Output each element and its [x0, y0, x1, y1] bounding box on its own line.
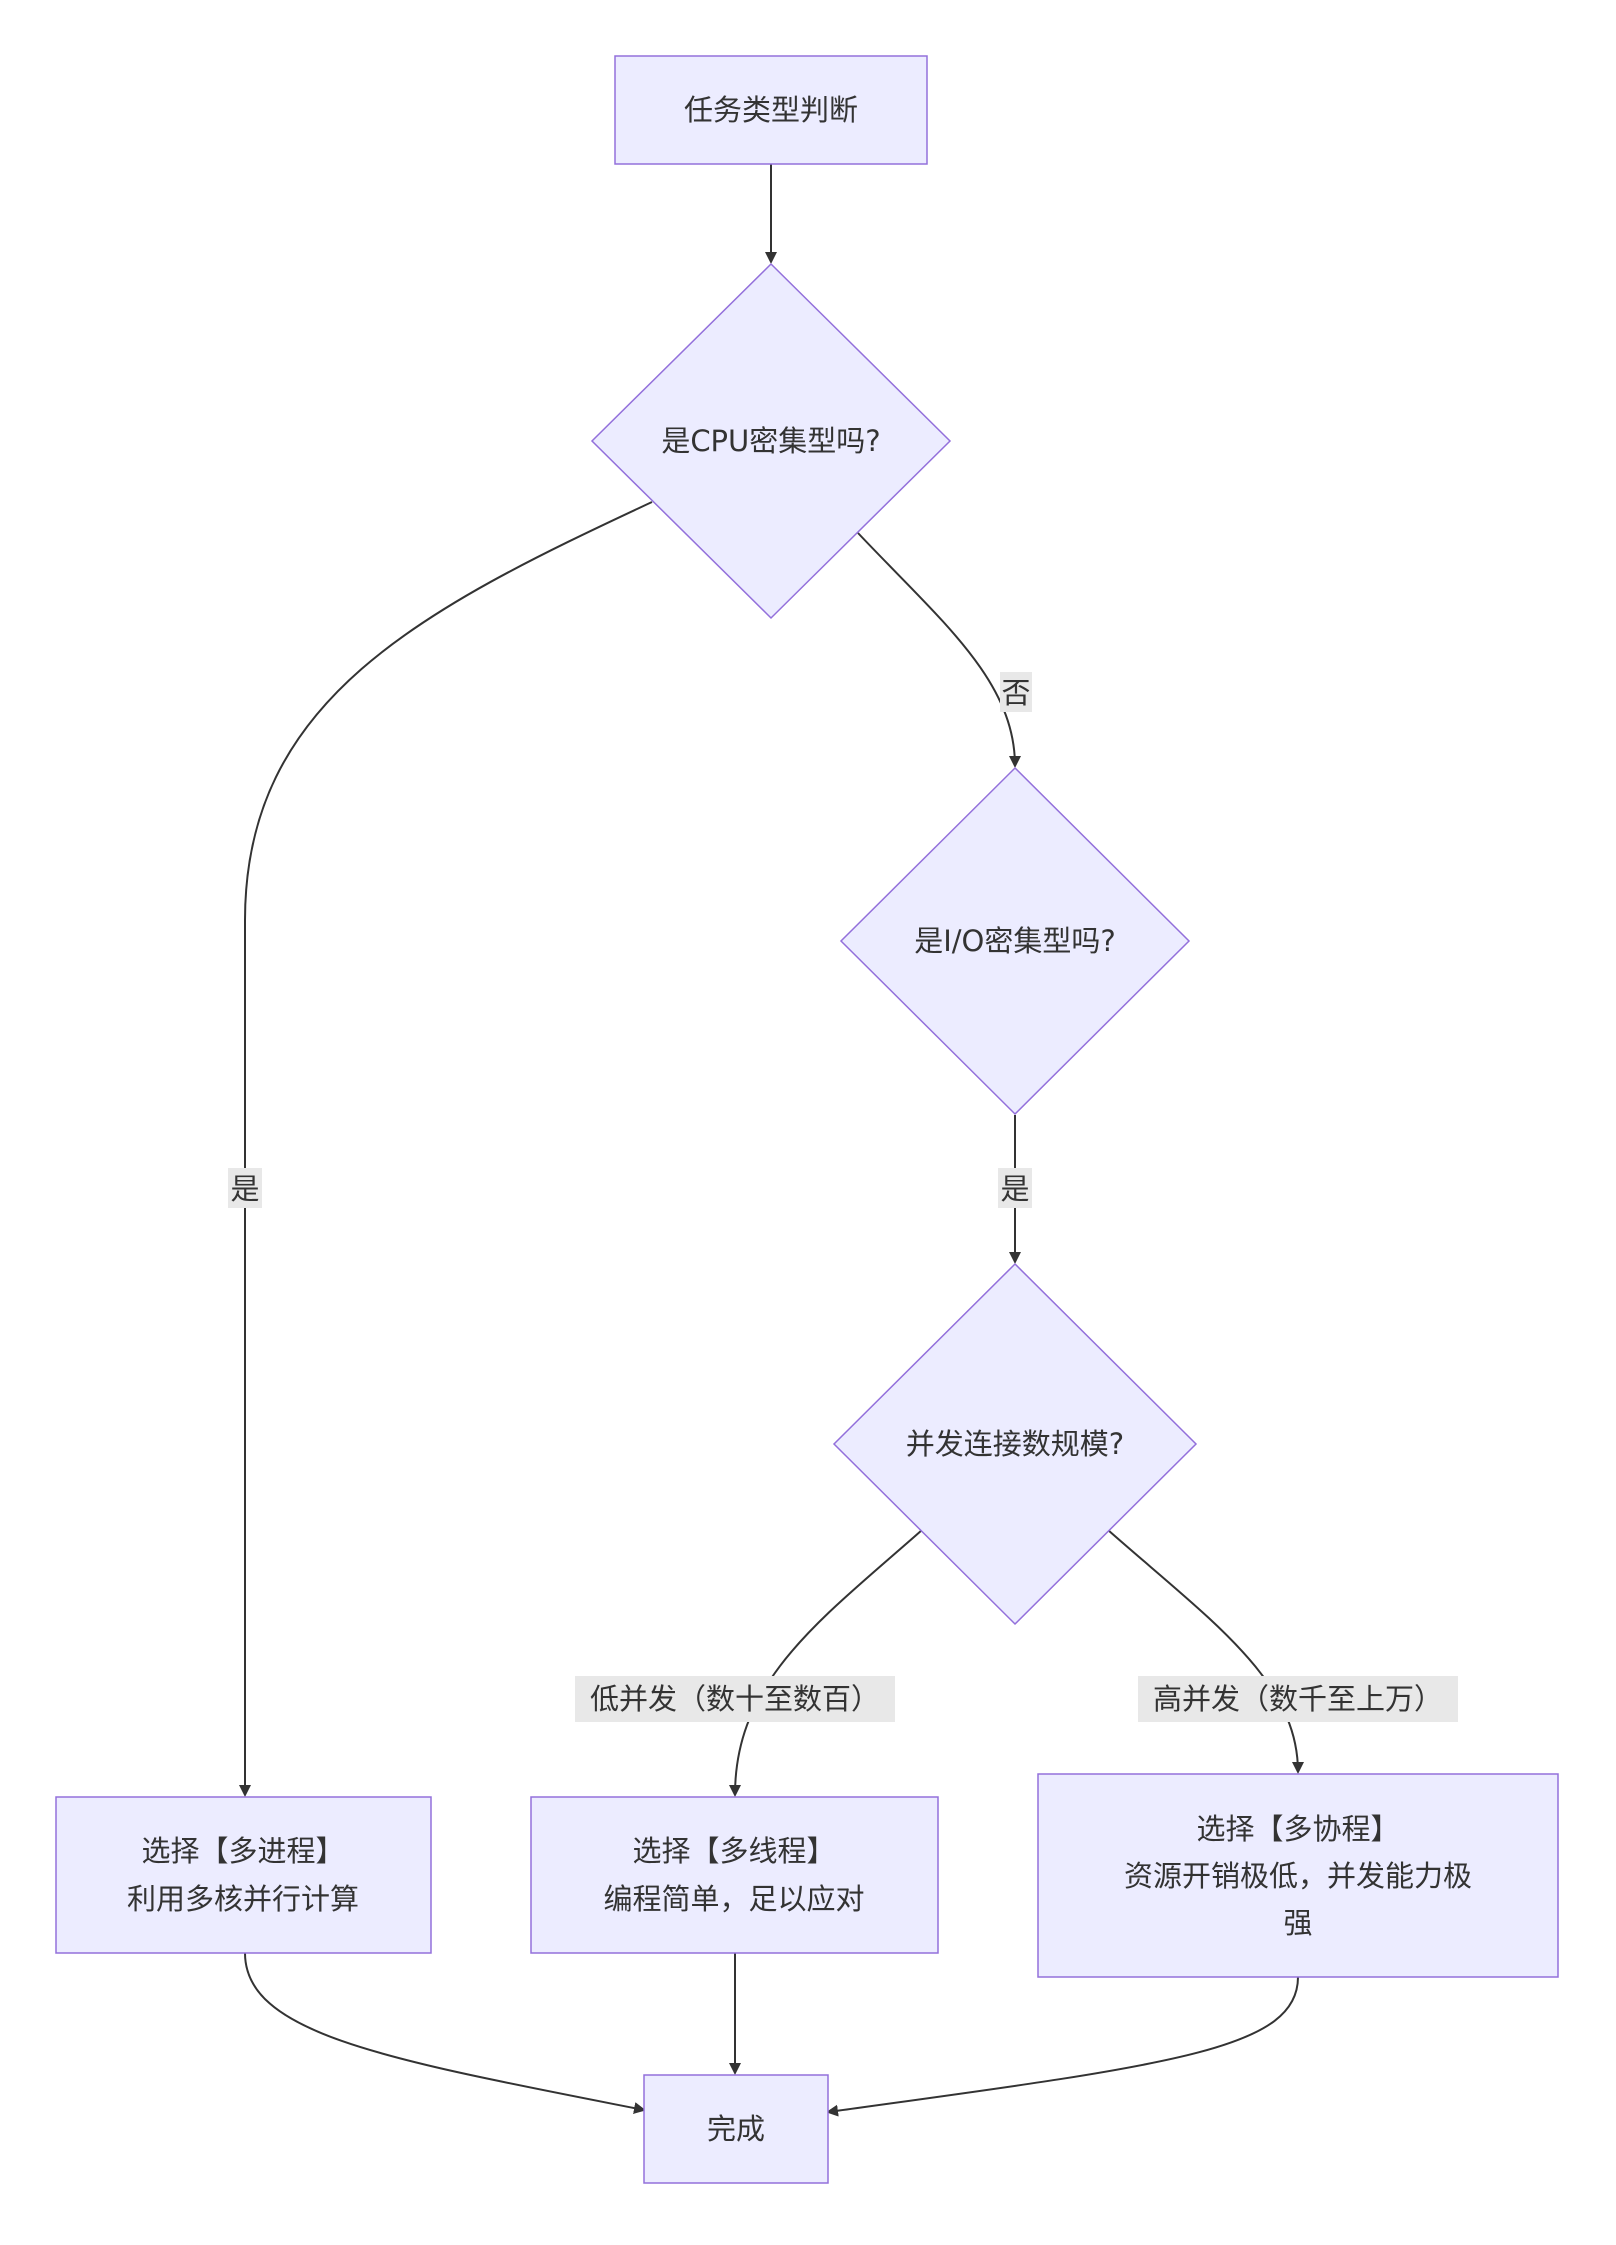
io-decision-node [839, 766, 1191, 1116]
coroutine-line2: 资源开销极低，并发能力极 [1124, 1859, 1472, 1893]
multithread-line2: 编程简单，足以应对 [603, 1882, 864, 1916]
concurrency-decision-label: 并发连接数规模? [906, 1427, 1124, 1461]
multithread-node [530, 1796, 939, 1954]
coroutine-line1: 选择【多协程】 [1196, 1812, 1399, 1846]
cpu-no-label-bg [1000, 672, 1032, 712]
cpu-decision-label: 是CPU密集型吗? [661, 424, 880, 458]
coroutine-line3: 强 [1283, 1906, 1312, 1940]
done-node [643, 2074, 829, 2184]
start-node [614, 55, 928, 165]
low-concurrency-label: 低并发（数十至数百） [590, 1682, 880, 1716]
io-yes-label-bg [998, 1168, 1032, 1208]
concurrency-decision-node [832, 1262, 1198, 1626]
high-concurrency-label-bg [1138, 1676, 1458, 1722]
multithread-line1: 选择【多线程】 [632, 1834, 835, 1868]
coroutine-node [1037, 1773, 1559, 1978]
edge-multiprocess-to-done [244, 1952, 646, 2114]
low-concurrency-label-bg [575, 1676, 895, 1722]
edge-cpu-yes [239, 501, 653, 1797]
edge-low-concurrency [729, 1529, 923, 1797]
start-node-label: 任务类型判断 [684, 93, 858, 127]
cpu-decision-node [590, 262, 952, 620]
io-decision-label: 是I/O密集型吗? [914, 924, 1116, 958]
cpu-yes-label-bg [228, 1168, 262, 1208]
multiprocess-node [55, 1796, 432, 1954]
edge-high-concurrency [1107, 1529, 1304, 1774]
high-concurrency-label: 高并发（数千至上万） [1153, 1682, 1443, 1716]
edge-coroutine-to-done [826, 1976, 1299, 2117]
multiprocess-line2: 利用多核并行计算 [127, 1882, 359, 1916]
edge-cpu-no [857, 532, 1021, 768]
cpu-yes-label: 是 [230, 1172, 259, 1206]
io-yes-label: 是 [1000, 1172, 1029, 1206]
done-node-label: 完成 [707, 2112, 765, 2146]
cpu-no-label: 否 [1001, 676, 1030, 710]
multiprocess-line1: 选择【多进程】 [141, 1834, 344, 1868]
